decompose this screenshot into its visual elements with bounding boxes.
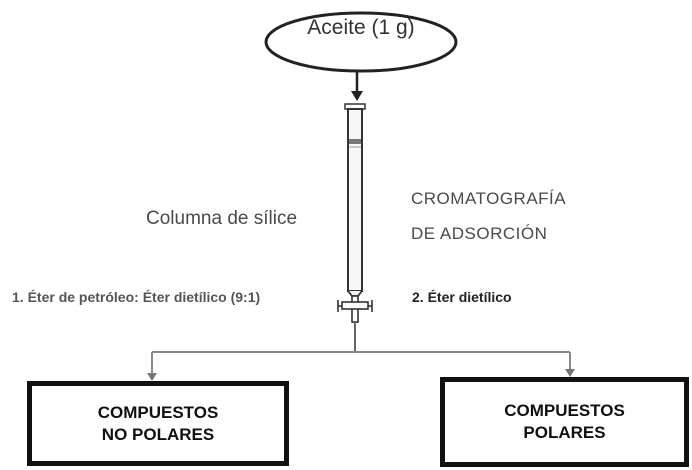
eluent-2-label: 2. Éter dietílico [412,289,512,305]
method-title-line1: CROMATOGRAFÍA [411,189,567,208]
right-arrowhead [565,369,575,377]
polar-line1: COMPUESTOS [504,401,625,420]
polar-line2: POLARES [523,423,606,442]
stopcock-icon [337,295,373,323]
left-arrowhead [147,373,157,381]
sample-label: Aceite (1 g) [307,16,415,39]
nonpolar-compounds-box: COMPUESTOS NO POLARES [27,381,289,466]
polar-compounds-box: COMPUESTOS POLARES [440,377,689,467]
sample-arrowhead [351,91,363,101]
nonpolar-line2: NO POLARES [101,424,215,444]
eluent-1-label: 1. Éter de petróleo: Éter dietílico (9:1… [12,289,261,305]
silica-packing-top [349,139,361,144]
silica-column [347,108,363,292]
nonpolar-line1: COMPUESTOS [97,402,219,422]
method-title-line2: DE ADSORCIÓN [411,224,548,243]
column-label: Columna de sílice [146,208,298,229]
sample-oval [264,11,458,73]
